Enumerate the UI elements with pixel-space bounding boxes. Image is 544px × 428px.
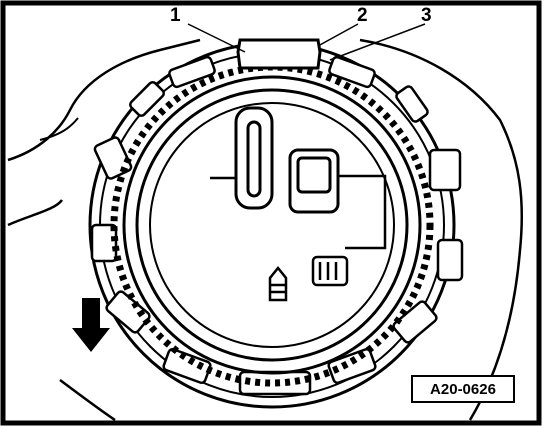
leader-line-1: [187, 23, 246, 53]
tank-inner-contour: [39, 117, 79, 141]
hose-outline: [210, 174, 387, 250]
fuel-line-connectors: [234, 106, 340, 214]
flange-plate-inner: [149, 102, 395, 348]
figure-reference-code: A20-0626: [411, 375, 515, 403]
down-arrow-icon: [72, 298, 110, 352]
flange-plate: [135, 88, 409, 362]
leader-line-2: [317, 23, 359, 47]
electrical-connector: [311, 255, 349, 287]
callout-3: 3: [421, 5, 432, 26]
alignment-notch: [236, 38, 322, 70]
tank-shell-outline: [7, 38, 524, 421]
lock-ring-edge: [122, 75, 422, 375]
callout-1: 1: [170, 5, 181, 26]
leader-line-3: [329, 23, 426, 61]
vent-fitting: [268, 265, 288, 302]
callout-2: 2: [357, 5, 368, 26]
tank-lip-outline: [7, 199, 116, 422]
